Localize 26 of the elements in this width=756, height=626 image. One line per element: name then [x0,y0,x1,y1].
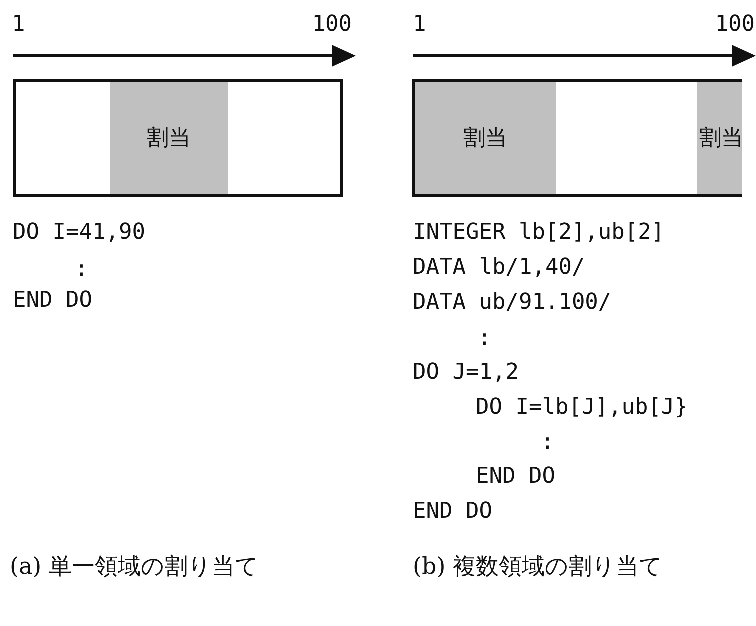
code-line: END DO [476,466,556,488]
scale-number: 1 [413,14,426,36]
code-line: END DO [413,501,492,523]
code-line: END DO [13,290,92,312]
allocated-segment [110,82,228,194]
segment-label: 割当 [700,125,744,153]
code-line: DATA lb/1,40/ [413,257,586,279]
code-line: DO I=41,90 [13,222,146,244]
code-line: DO J=1,2 [413,362,519,384]
figure-caption: (a) 単一領域の割り当て [10,556,259,579]
segment-label: 割当 [147,125,191,153]
scale-number: 100 [715,14,755,36]
scale-number: 1 [12,14,26,36]
segment-label: 割当 [464,125,508,153]
scale-number: 100 [312,14,352,36]
figure-caption: (b) 複数領域の割り当て [413,556,663,579]
code-line: : [478,328,492,350]
code-line: : [541,432,554,454]
code-line: DO I=lb[J],ub[J} [476,397,688,419]
code-line: : [75,259,88,281]
array-bar [412,79,742,197]
allocated-segment [697,82,742,194]
array-bar [13,79,343,197]
code-line: INTEGER lb[2],ub[2] [413,222,665,244]
allocated-segment [415,82,556,194]
code-line: DATA ub/91.100/ [413,292,612,314]
